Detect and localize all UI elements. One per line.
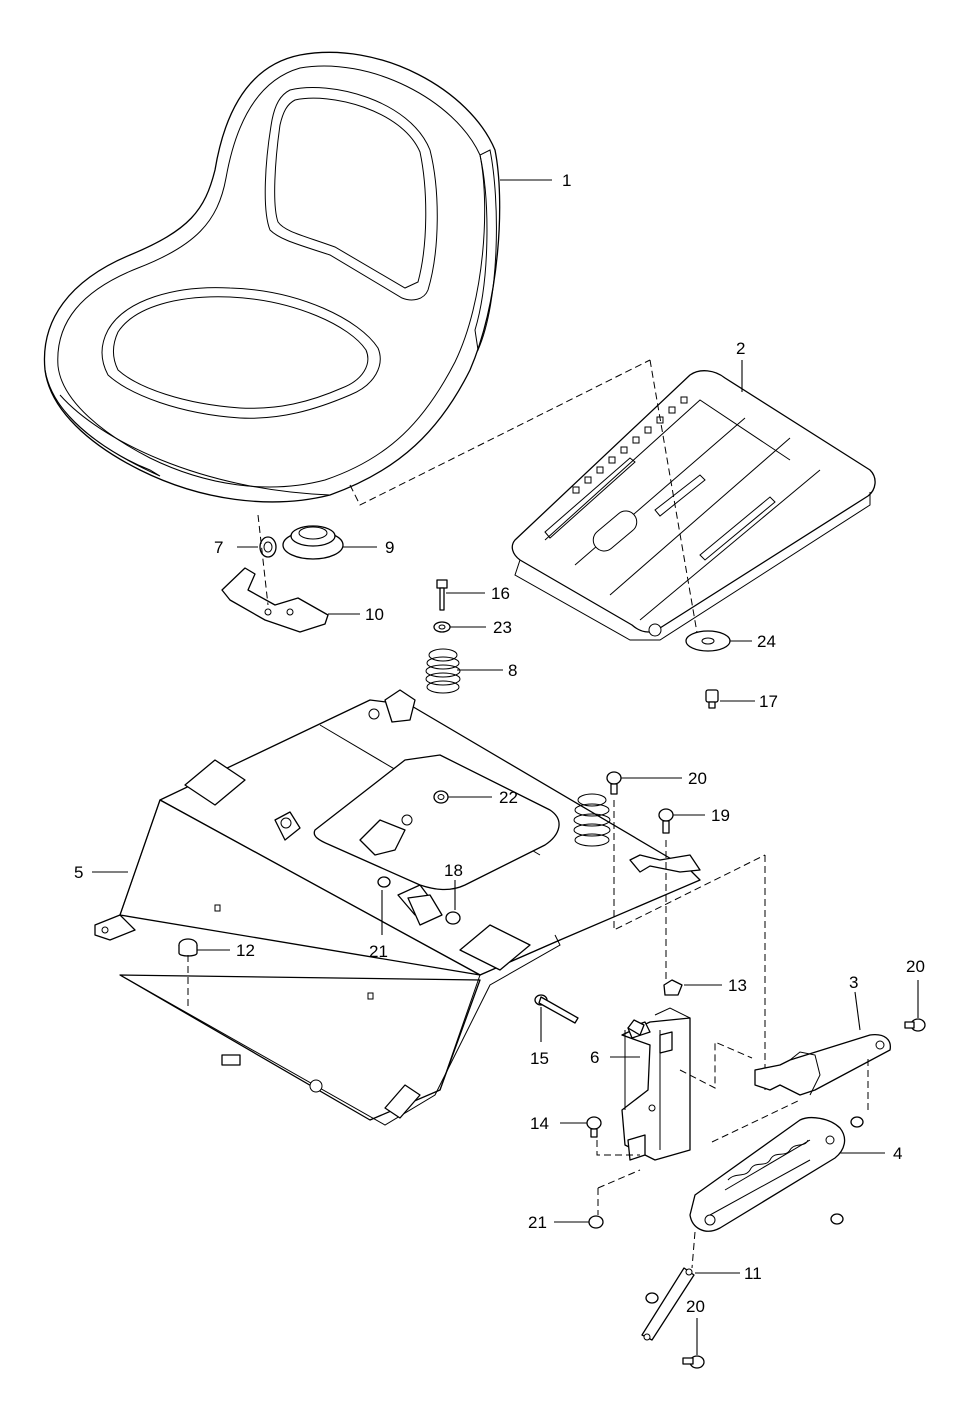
nut-link [645, 1292, 659, 1304]
callout-8: 8 [508, 661, 517, 680]
latch-9 [282, 525, 344, 560]
nut-22 [433, 790, 449, 804]
bolt-18 [407, 894, 461, 926]
callout-4: 4 [893, 1144, 902, 1163]
callout-1: 1 [562, 171, 571, 190]
callout-19: 19 [711, 806, 730, 825]
callout-10: 10 [365, 605, 384, 624]
bolt-20-right [904, 1018, 926, 1032]
nut-bracket4 [830, 1213, 844, 1225]
bolt-20-top [606, 771, 622, 795]
spring-frame [573, 793, 611, 847]
seat-frame [94, 689, 701, 1126]
washer-23 [433, 621, 451, 633]
bolt-16 [436, 579, 448, 611]
callout-21-bottom: 21 [528, 1213, 547, 1232]
callout-6: 6 [590, 1048, 599, 1067]
bushing-7 [259, 536, 277, 558]
plug-12 [178, 938, 198, 957]
callout-22: 22 [499, 788, 518, 807]
bracket-6 [621, 1007, 691, 1161]
callout-23: 23 [493, 618, 512, 637]
pivot-bracket-10 [221, 567, 329, 633]
adjustment-slots [572, 396, 688, 494]
callout-17: 17 [759, 692, 778, 711]
callout-20-top: 20 [688, 769, 707, 788]
nut-21 [377, 876, 391, 888]
nut-right [850, 1116, 864, 1128]
seat [43, 51, 501, 503]
bolt-20-bottom [682, 1355, 705, 1369]
callout-12: 12 [236, 941, 255, 960]
spring-8 [425, 648, 461, 694]
clip-13 [663, 979, 683, 996]
bolt-19 [658, 808, 674, 834]
callout-3: 3 [849, 973, 858, 992]
callout-20-bottom: 20 [686, 1297, 705, 1316]
bolt-14 [586, 1116, 602, 1138]
callout-16: 16 [491, 584, 510, 603]
leader-lines [92, 179, 919, 1355]
callout-15: 15 [530, 1049, 549, 1068]
washer-24 [685, 630, 731, 652]
bracket-3 [754, 1034, 891, 1096]
nut-21-bottom [588, 1215, 604, 1229]
bolt-17 [705, 689, 719, 709]
callout-13: 13 [728, 976, 747, 995]
callout-7: 7 [214, 538, 223, 557]
callout-11: 11 [744, 1264, 762, 1283]
callout-9: 9 [385, 538, 394, 557]
callout-18: 18 [444, 861, 463, 880]
callout-2: 2 [736, 339, 745, 358]
callout-21-frame: 21 [369, 942, 388, 961]
callout-5: 5 [74, 863, 83, 882]
pin-15 [534, 994, 579, 1024]
callout-14: 14 [530, 1114, 549, 1133]
callout-24: 24 [757, 632, 776, 651]
seat-pan [511, 370, 876, 641]
callout-labels: 1 2 3 4 5 6 7 8 9 10 11 12 13 14 15 16 1… [74, 171, 925, 1316]
link-11 [641, 1267, 695, 1341]
callout-20-right: 20 [906, 957, 925, 976]
bracket-4 [689, 1117, 846, 1232]
